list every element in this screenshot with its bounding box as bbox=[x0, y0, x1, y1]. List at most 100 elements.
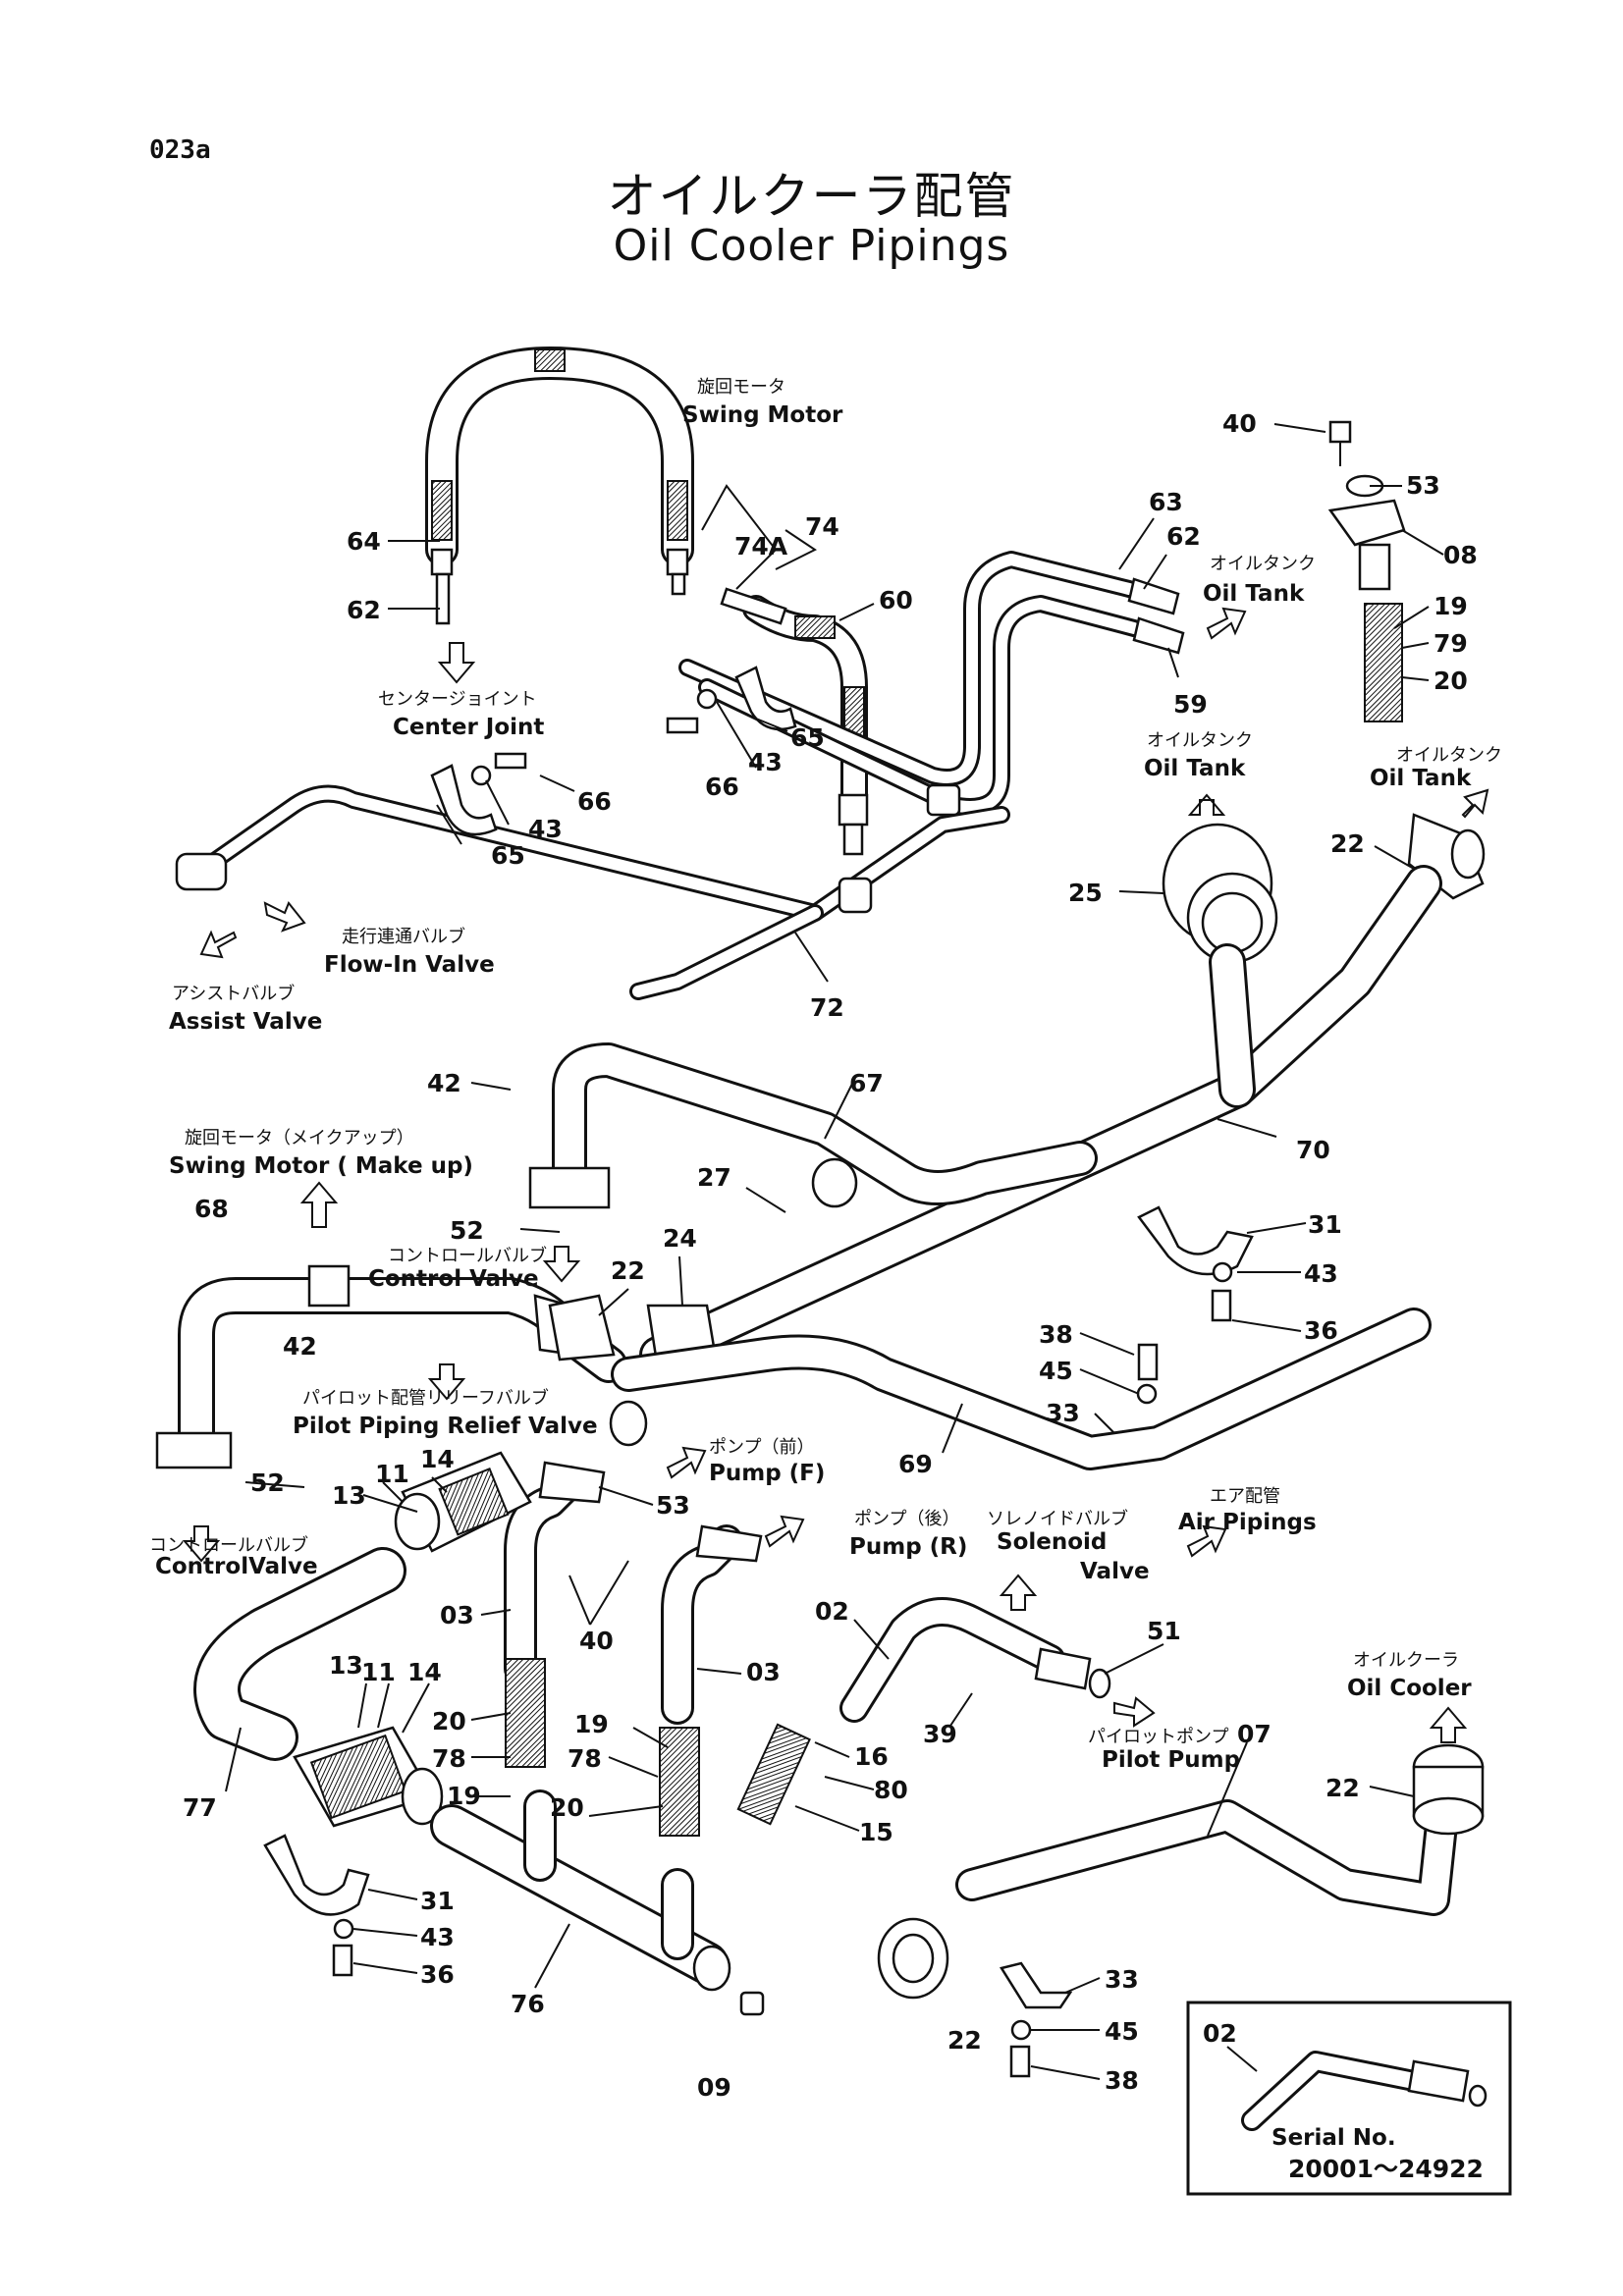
part-number: 39 bbox=[923, 1720, 957, 1748]
serial-inset bbox=[1186, 2001, 1512, 2196]
bolt-66b bbox=[666, 717, 699, 734]
part-number: 19 bbox=[574, 1710, 609, 1738]
plug-09 bbox=[739, 1991, 765, 2016]
part-number: 74 bbox=[805, 512, 839, 541]
part-number: 02 bbox=[1203, 2019, 1237, 2048]
part-number: 40 bbox=[579, 1627, 614, 1655]
washer-43b bbox=[696, 688, 718, 710]
pipe-76 bbox=[430, 1789, 731, 1992]
label-flow-in-jp: 走行連通バルブ bbox=[342, 926, 465, 947]
label-assist-en: Assist Valve bbox=[169, 1009, 322, 1035]
label-oil-cooler-jp: オイルクーラ bbox=[1353, 1650, 1459, 1671]
page-code: 023a bbox=[149, 135, 211, 165]
part-number: 16 bbox=[854, 1742, 889, 1771]
label-control-valve-jp-1: コントロールバルブ bbox=[388, 1245, 547, 1266]
part-number: 08 bbox=[1443, 541, 1478, 569]
hose-64 bbox=[425, 347, 694, 625]
part-number: 65 bbox=[790, 723, 825, 752]
label-pump-r-en: Pump (R) bbox=[849, 1534, 967, 1560]
part-number: 52 bbox=[250, 1468, 285, 1497]
label-control-valve-en-1: Control Valve bbox=[368, 1266, 539, 1292]
hose-hatch-band bbox=[534, 348, 566, 372]
arrow-oil-tank-22 bbox=[1461, 788, 1489, 819]
part-number: 11 bbox=[361, 1658, 396, 1686]
oil-tank-fitting-group bbox=[1327, 420, 1406, 722]
part-number: 51 bbox=[1147, 1617, 1181, 1645]
clamp-31a bbox=[1137, 1205, 1254, 1276]
part-number: 72 bbox=[810, 993, 844, 1022]
clamp-31b bbox=[263, 1834, 370, 1916]
label-oil-tank-jp-2: オイルタンク bbox=[1147, 730, 1253, 751]
label-control-valve-jp-2: コントロールバルブ bbox=[149, 1534, 308, 1556]
arrow-control-valve-1 bbox=[542, 1246, 581, 1283]
part-number: 15 bbox=[859, 1818, 893, 1846]
label-pump-r-jp: ポンプ（後） bbox=[854, 1509, 959, 1529]
bolt-38a bbox=[1137, 1343, 1159, 1381]
washer-43c bbox=[1212, 1261, 1233, 1283]
part-number: 07 bbox=[1237, 1720, 1271, 1748]
arrow-solenoid bbox=[999, 1574, 1038, 1611]
part-number: 14 bbox=[407, 1658, 442, 1686]
leader-lines bbox=[225, 423, 1444, 2080]
label-pilot-relief-jp: パイロット配管リリーフバルブ bbox=[302, 1387, 549, 1409]
label-oil-tank-jp-1: オイルタンク bbox=[1210, 554, 1316, 574]
arrow-pilot-pump bbox=[1113, 1696, 1156, 1728]
label-solenoid-en-1: Solenoid bbox=[997, 1529, 1107, 1555]
bolt-36a bbox=[1211, 1289, 1232, 1322]
part-number: 03 bbox=[440, 1601, 474, 1629]
part-number: 66 bbox=[577, 787, 612, 816]
part-number: 79 bbox=[1434, 629, 1468, 658]
title-japanese: オイルクーラ配管 bbox=[607, 168, 1016, 225]
part-number: 19 bbox=[447, 1782, 481, 1810]
hose-60 bbox=[720, 587, 869, 856]
part-number: 36 bbox=[1304, 1316, 1338, 1345]
hose-coupling-22-lower bbox=[877, 1917, 949, 2000]
label-control-valve-en-2: ControlValve bbox=[155, 1554, 318, 1579]
part-number: 80 bbox=[874, 1776, 908, 1804]
part-number: 45 bbox=[1105, 2017, 1139, 2046]
part-number: 42 bbox=[427, 1069, 461, 1097]
part-number: 19 bbox=[1434, 592, 1468, 620]
bolt-38b bbox=[1009, 2045, 1031, 2078]
serial-range: 20001～24922 bbox=[1288, 2155, 1484, 2183]
part-number: 27 bbox=[697, 1163, 731, 1192]
label-pump-f-en: Pump (F) bbox=[709, 1461, 825, 1486]
pipe-67 bbox=[528, 1042, 1098, 1209]
part-number: 62 bbox=[1166, 522, 1201, 551]
part-number: 42 bbox=[283, 1332, 317, 1361]
label-oil-tank-en-2: Oil Tank bbox=[1144, 756, 1246, 781]
part-number: 36 bbox=[420, 1960, 455, 1989]
bolt-66a bbox=[494, 752, 527, 770]
part-number: 67 bbox=[849, 1069, 884, 1097]
clamp-33b bbox=[1000, 1961, 1073, 2009]
part-number: 60 bbox=[879, 586, 913, 614]
part-number: 52 bbox=[450, 1216, 484, 1245]
part-number: 09 bbox=[697, 2073, 731, 2102]
hose-20-right bbox=[659, 1727, 700, 1837]
label-center-joint-en: Center Joint bbox=[393, 715, 544, 740]
part-number: 20 bbox=[432, 1707, 466, 1735]
washer-45a bbox=[1136, 1383, 1158, 1405]
part-number: 24 bbox=[663, 1224, 697, 1253]
label-air-en: Air Pipings bbox=[1178, 1510, 1317, 1535]
hose-20-left bbox=[505, 1658, 546, 1768]
label-solenoid-jp: ソレノイドバルブ bbox=[987, 1508, 1128, 1529]
hose-14-lower bbox=[293, 1726, 444, 1828]
hose-coupling-22-cooler bbox=[1412, 1743, 1485, 1836]
part-number: 43 bbox=[528, 815, 563, 843]
part-number: 33 bbox=[1046, 1399, 1080, 1427]
serial-label: Serial No. bbox=[1271, 2125, 1396, 2151]
hose-hatch-band bbox=[431, 480, 453, 541]
washer-43d bbox=[333, 1918, 354, 1940]
part-number: 74A bbox=[734, 532, 788, 561]
pipe-63 bbox=[678, 551, 1185, 816]
part-number: 70 bbox=[1296, 1136, 1330, 1164]
arrow-swing-makeup bbox=[299, 1181, 339, 1228]
part-number: 64 bbox=[347, 527, 381, 556]
part-number: 77 bbox=[183, 1793, 217, 1822]
part-number: 43 bbox=[420, 1923, 455, 1951]
bracket-74 bbox=[775, 529, 817, 570]
part-number: 62 bbox=[347, 596, 381, 624]
arrow-pump-f bbox=[666, 1446, 707, 1479]
part-number: 59 bbox=[1173, 690, 1208, 719]
